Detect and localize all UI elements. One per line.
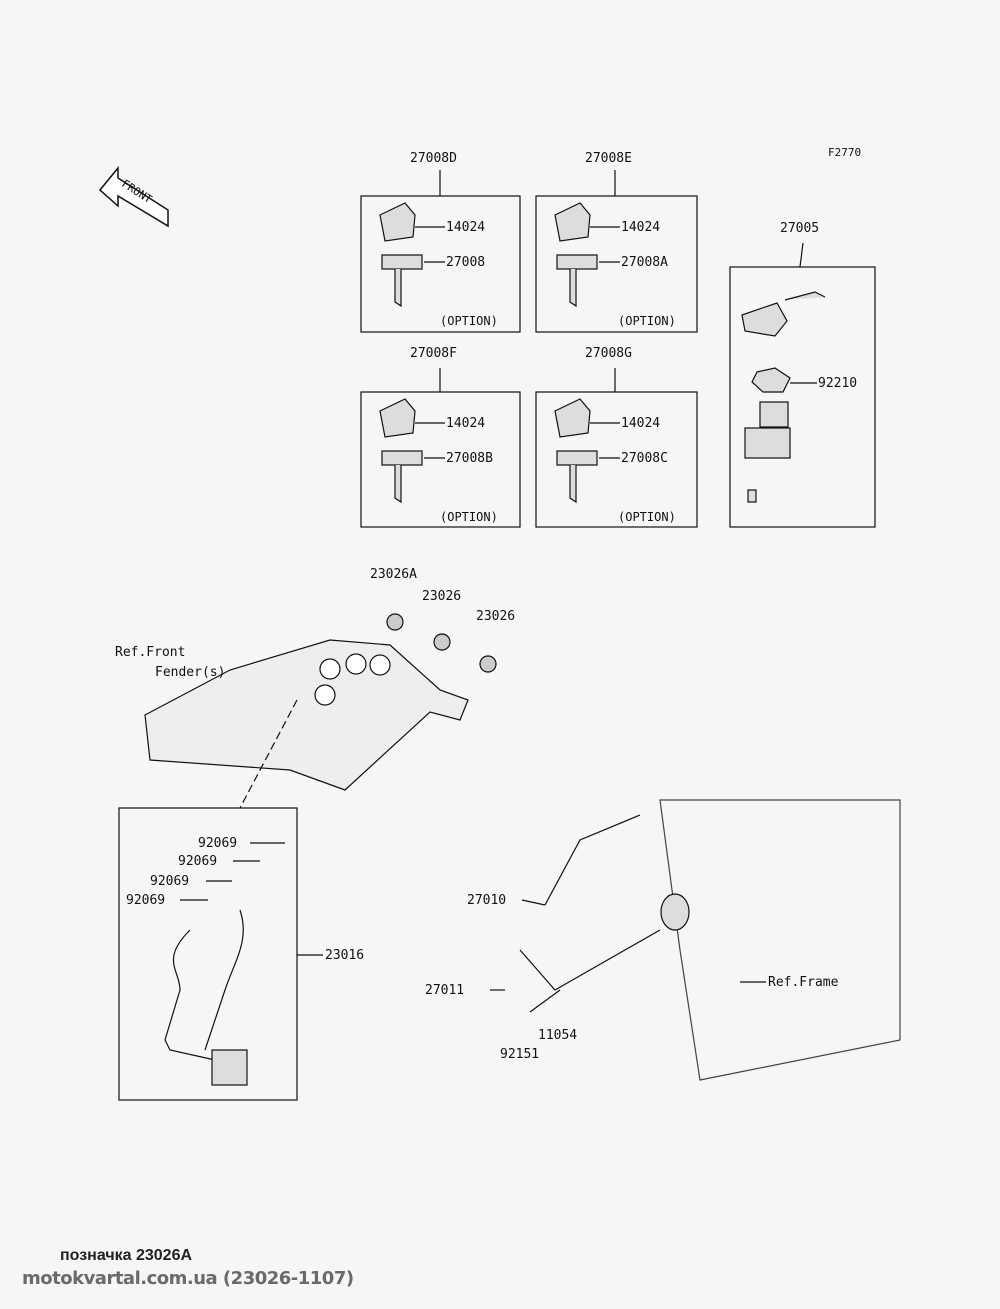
part-11054: 11054 [538, 1028, 578, 1043]
kit-boxes [360, 170, 876, 528]
key-label: 27008B [446, 451, 493, 466]
kit-id: 27008E [585, 151, 632, 166]
part-27011: 27011 [425, 983, 465, 998]
ref-fender-label: Fender(s) [155, 665, 226, 680]
ref-front-label: Ref.Front [115, 645, 186, 660]
key-parts [379, 202, 826, 504]
cap-23026: 23026 [476, 609, 516, 624]
front-arrow-icon [98, 165, 169, 228]
terminal-label: 92069 [198, 836, 238, 851]
frame-area [519, 799, 901, 1081]
ref-frame-label: Ref.Frame [768, 975, 839, 990]
cap-23026: 23026 [422, 589, 462, 604]
cap-label: 14024 [446, 416, 486, 431]
cap-label: 14024 [621, 220, 661, 235]
harness-label: 23016 [325, 948, 365, 963]
option-label: (OPTION) [618, 314, 676, 328]
terminal-label: 92069 [150, 874, 190, 889]
kit-id: 27008G [585, 346, 632, 361]
terminal-label: 92069 [126, 893, 166, 908]
key-label: 27008 [446, 255, 486, 270]
key-label: 27008C [621, 451, 668, 466]
diagram-id: F2770 [828, 146, 862, 159]
key-label: 27008A [621, 255, 668, 270]
option-label: (OPTION) [440, 314, 498, 328]
fender [144, 613, 497, 809]
switch-id: 27005 [780, 221, 820, 236]
harness-box [118, 807, 298, 1101]
nut-label: 92210 [818, 376, 858, 391]
option-label: (OPTION) [618, 510, 676, 524]
part-27010: 27010 [467, 893, 507, 908]
kit-id: 27008F [410, 346, 457, 361]
caption: позначка 23026A [60, 1247, 193, 1264]
watermark: motokvartal.com.ua (23026-1107) [22, 1268, 354, 1289]
option-label: (OPTION) [440, 510, 498, 524]
cap-label: 14024 [446, 220, 486, 235]
part-92151: 92151 [500, 1047, 540, 1062]
leader-lines [180, 226, 817, 991]
kit-id: 27008D [410, 151, 457, 166]
terminal-label: 92069 [178, 854, 218, 869]
cap-label: 14024 [621, 416, 661, 431]
cap-23026a: 23026A [370, 567, 417, 582]
